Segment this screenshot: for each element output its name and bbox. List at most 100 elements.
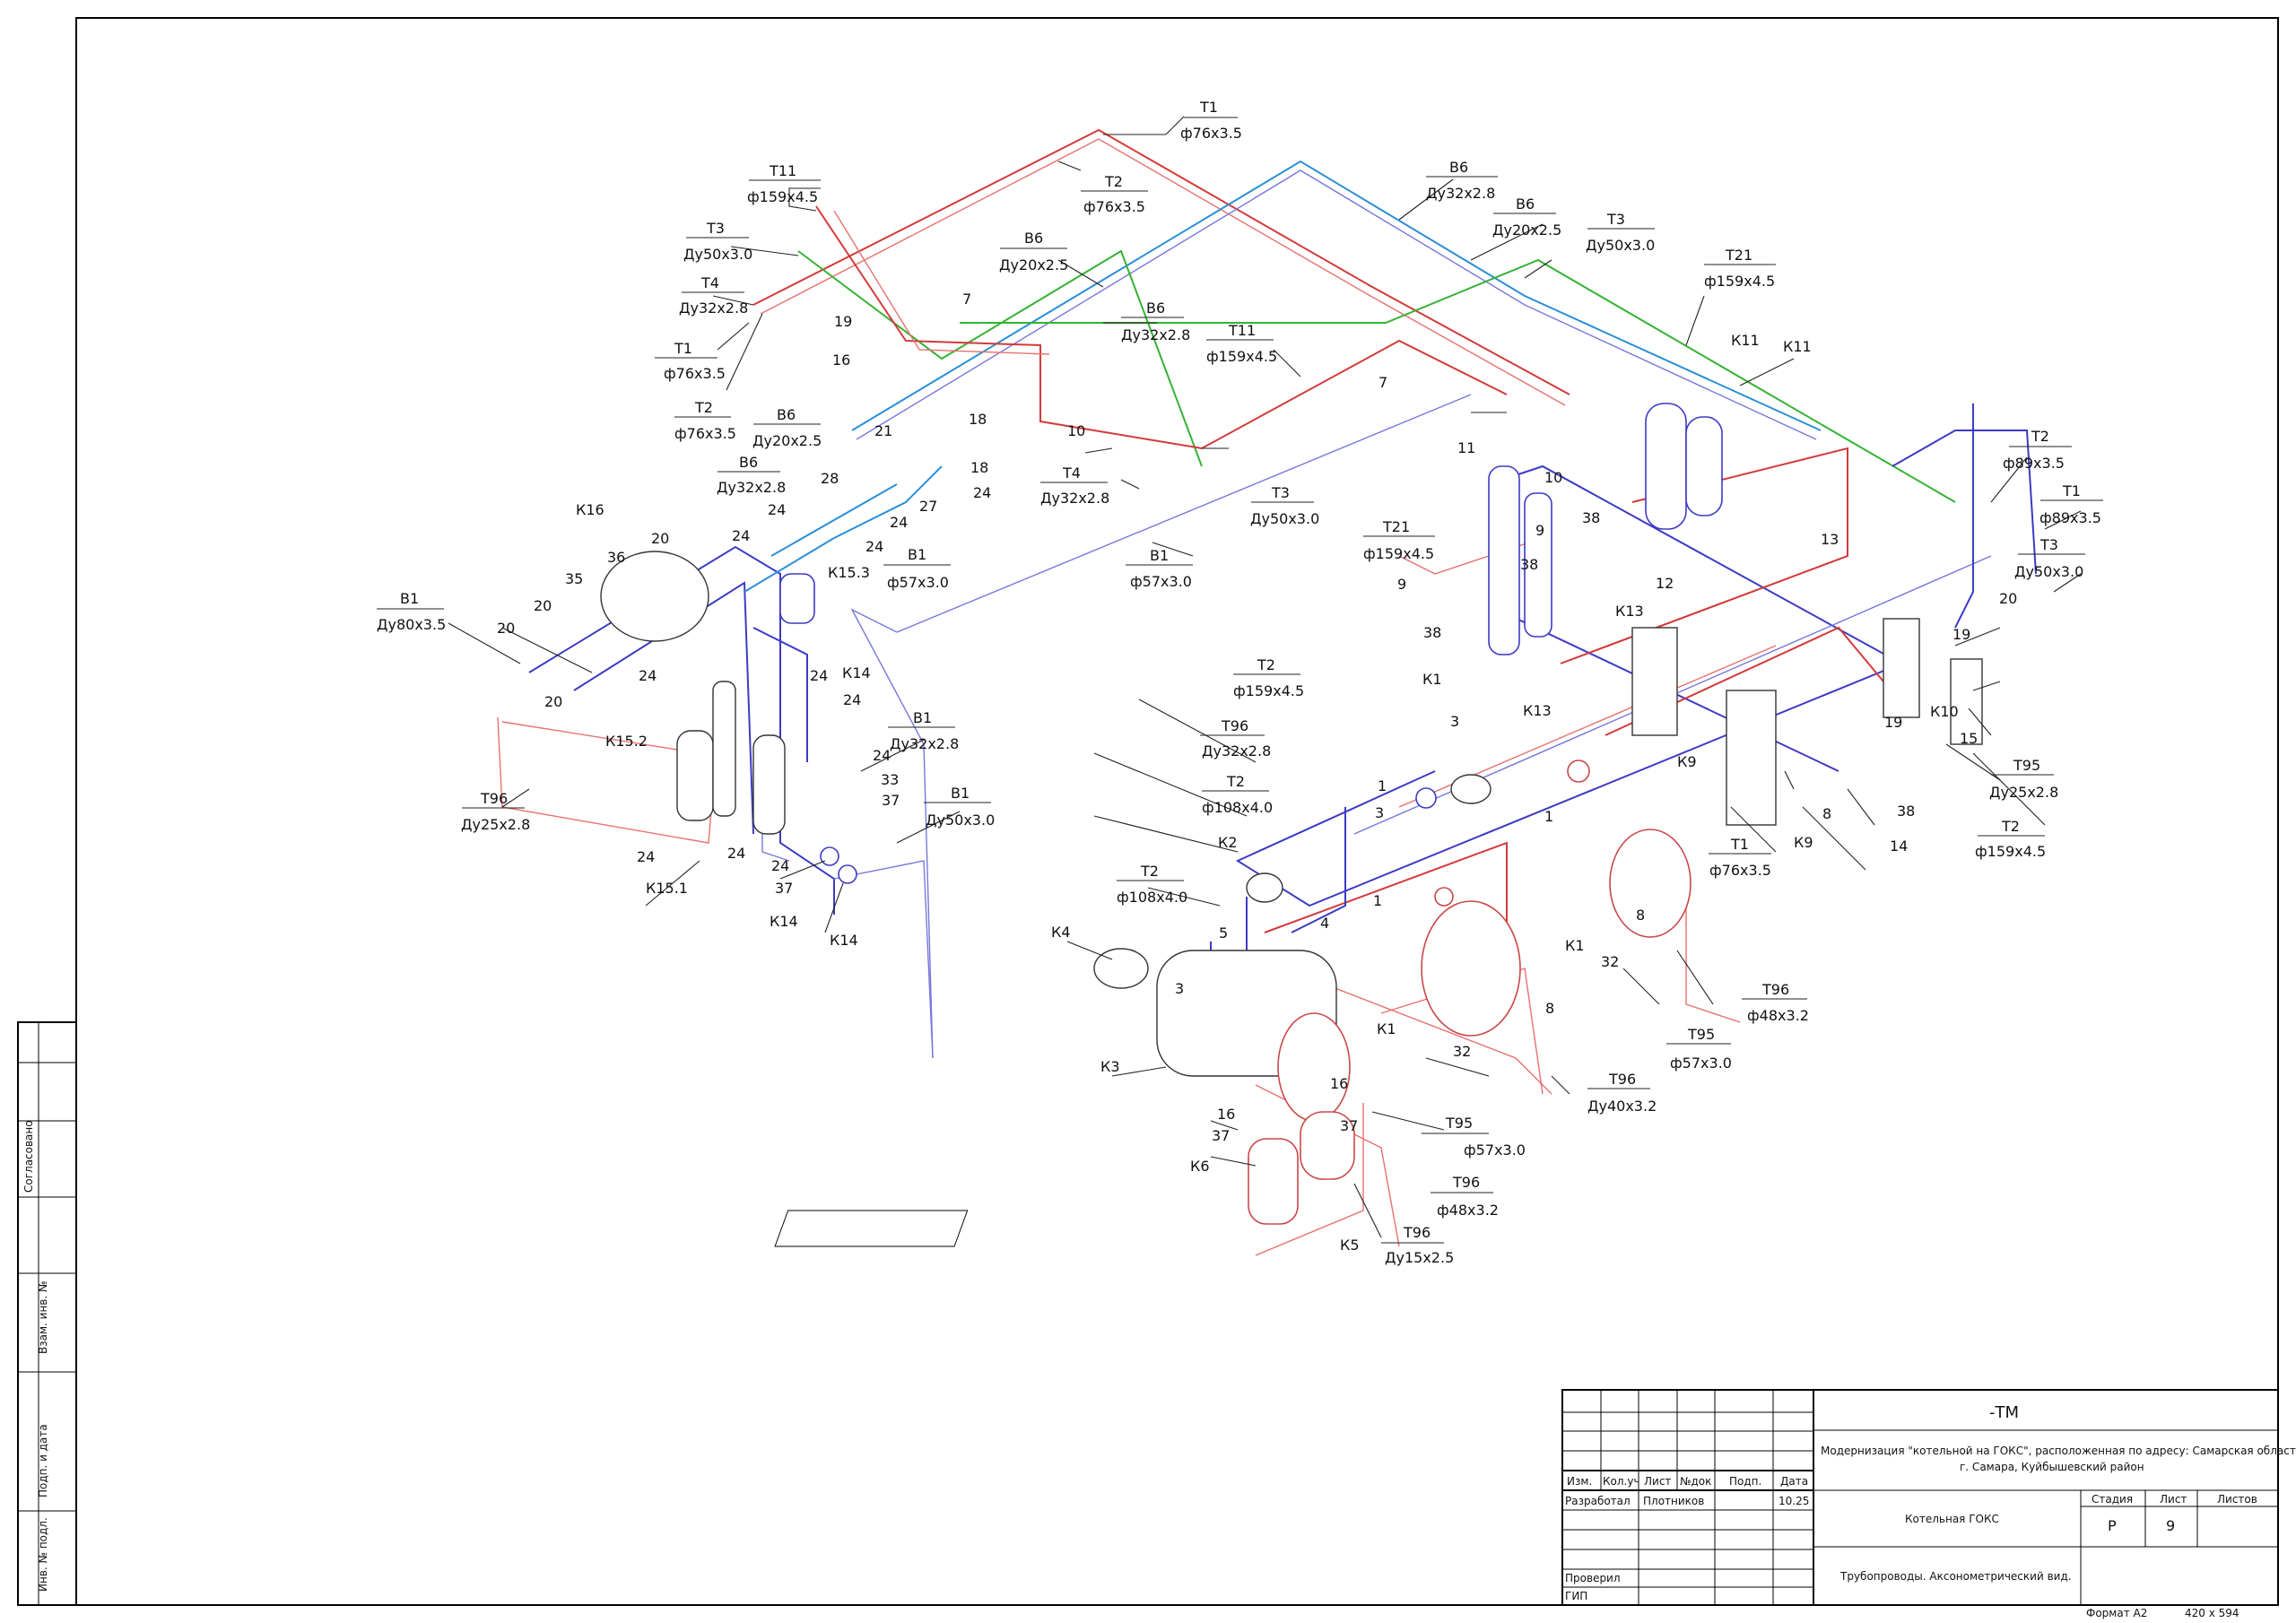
tag-32b: 32 (1453, 1043, 1471, 1060)
label-text: ф57х3.0 (1464, 1141, 1526, 1159)
label-text: ф48х3.2 (1437, 1202, 1499, 1219)
label-text: В6 (1024, 230, 1043, 247)
label-text: ф76х3.5 (674, 425, 736, 442)
tag-10b: 10 (1544, 469, 1562, 486)
tag-14: 14 (1890, 838, 1908, 855)
label-text: Ду20х2.5 (752, 432, 822, 449)
project-title: Модернизация "котельной на ГОКС", распол… (1821, 1445, 2296, 1457)
pump-k14 (820, 846, 839, 866)
label-text: Ду50х3.0 (2014, 563, 2083, 580)
tag-k5: К5 (1340, 1237, 1360, 1254)
tag-k6: К6 (1190, 1158, 1210, 1175)
label-text: В1 (400, 590, 419, 607)
label-text: Т4 (700, 274, 719, 291)
label-text: ф89х3.5 (2039, 509, 2101, 526)
hex-k13 (1631, 627, 1678, 736)
sign-date-label: Подп. и дата (37, 1424, 49, 1497)
tag-9b: 9 (1397, 576, 1406, 593)
tag-k9b: К9 (1794, 834, 1813, 851)
tag-24i: 24 (873, 747, 891, 764)
label-text: ф159х4.5 (1363, 545, 1434, 562)
tag-24l: 24 (771, 857, 789, 874)
tag-37c: 37 (1340, 1117, 1358, 1134)
label-t2-a: Т2 ф76х3.5 (1081, 173, 1148, 215)
label-text: Дата (1780, 1475, 1808, 1488)
label-text: Т1 (1199, 99, 1218, 116)
sheet-value: 9 (2166, 1517, 2175, 1534)
tag-k15-1: К15.1 (646, 880, 688, 897)
label-text: Т4 (1062, 464, 1081, 482)
exp-tank-k6 (1248, 1138, 1299, 1225)
label-text: В1 (1150, 547, 1169, 564)
tag-38d: 38 (1897, 803, 1915, 820)
label-text: Т2 (694, 399, 713, 416)
tag-37a: 37 (882, 792, 900, 809)
object-name: Котельная ГОКС (1905, 1513, 1999, 1525)
drawing-frame (75, 17, 2279, 1606)
side-stamp: Согласовано Взам. инв. № Подп. и дата Ин… (17, 1021, 77, 1606)
label-text: ф76х3.5 (1083, 198, 1145, 215)
title-block: -ТМ Модернизация "котельной на ГОКС", ра… (1561, 1389, 2296, 1619)
sheet-title: Трубопроводы. Аксонометрический вид. (1839, 1570, 2072, 1583)
tag-1a: 1 (1378, 777, 1387, 794)
tag-8c: 8 (1545, 1000, 1554, 1017)
tag-18a: 18 (969, 411, 987, 428)
label-text: Т1 (1730, 836, 1749, 853)
label-text: Стадия (2092, 1493, 2133, 1506)
label-text: Т96 (480, 790, 508, 807)
tag-11: 11 (1457, 439, 1475, 456)
label-text: Т11 (769, 162, 796, 179)
label-text: Т96 (1608, 1071, 1636, 1088)
tag-k15-2: К15.2 (605, 733, 648, 750)
tag-k16: К16 (576, 501, 604, 518)
label-text: ф89х3.5 (2003, 455, 2065, 472)
label-text: В6 (739, 454, 758, 471)
label-text: ф159х4.5 (1206, 348, 1277, 365)
label-text: В6 (1449, 159, 1468, 176)
label-text: ф108х4.0 (1202, 799, 1273, 816)
label-text: Листов (2217, 1493, 2257, 1506)
label-text: Т3 (706, 220, 725, 237)
tag-k14b: К14 (770, 913, 798, 930)
label-text: Ду50х3.0 (1586, 237, 1655, 254)
label-text: Ду40х3.2 (1587, 1098, 1657, 1115)
tag-1b: 1 (1544, 808, 1553, 825)
label-text: Т1 (674, 340, 692, 357)
burner-k2 (1246, 872, 1283, 903)
tag-24k: 24 (727, 845, 745, 862)
tag-24c: 24 (768, 501, 786, 518)
filter-k16 (600, 551, 709, 642)
tag-16c: 16 (1217, 1106, 1235, 1123)
tag-5: 5 (1219, 924, 1228, 942)
label-text: Ду20х2.5 (999, 256, 1068, 273)
tag-24e: 24 (639, 667, 657, 684)
tag-k10: К10 (1930, 703, 1959, 720)
label-text: Т2 (1104, 173, 1123, 190)
tag-k14c: К14 (830, 932, 858, 949)
label-text: Ду20х2.5 (1492, 221, 1561, 239)
tag-3b: 3 (1375, 804, 1384, 821)
equipment (600, 403, 1983, 1247)
